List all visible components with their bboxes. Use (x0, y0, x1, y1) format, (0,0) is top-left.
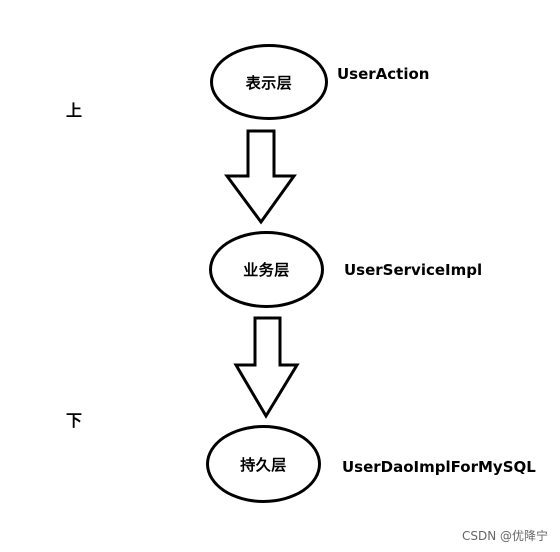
presentation-layer-node: 表示层 (210, 44, 328, 120)
business-layer-label: 业务层 (243, 261, 290, 279)
direction-label-bottom: 下 (66, 411, 83, 430)
direction-label-top: 上 (66, 101, 83, 120)
persistence-layer-class-name: UserDaoImplForMySQL (342, 458, 536, 476)
csdn-watermark: CSDN @优降宁 (461, 529, 548, 543)
business-layer-class-name: UserServiceImpl (344, 261, 483, 279)
persistence-layer-node: 持久层 (206, 425, 321, 503)
down-arrow-icon (224, 129, 297, 225)
presentation-layer-class-name: UserAction (337, 65, 430, 83)
down-arrow-icon (233, 316, 300, 419)
business-layer-node: 业务层 (209, 231, 324, 308)
presentation-layer-label: 表示层 (245, 73, 293, 92)
persistence-layer-label: 持久层 (240, 455, 287, 474)
